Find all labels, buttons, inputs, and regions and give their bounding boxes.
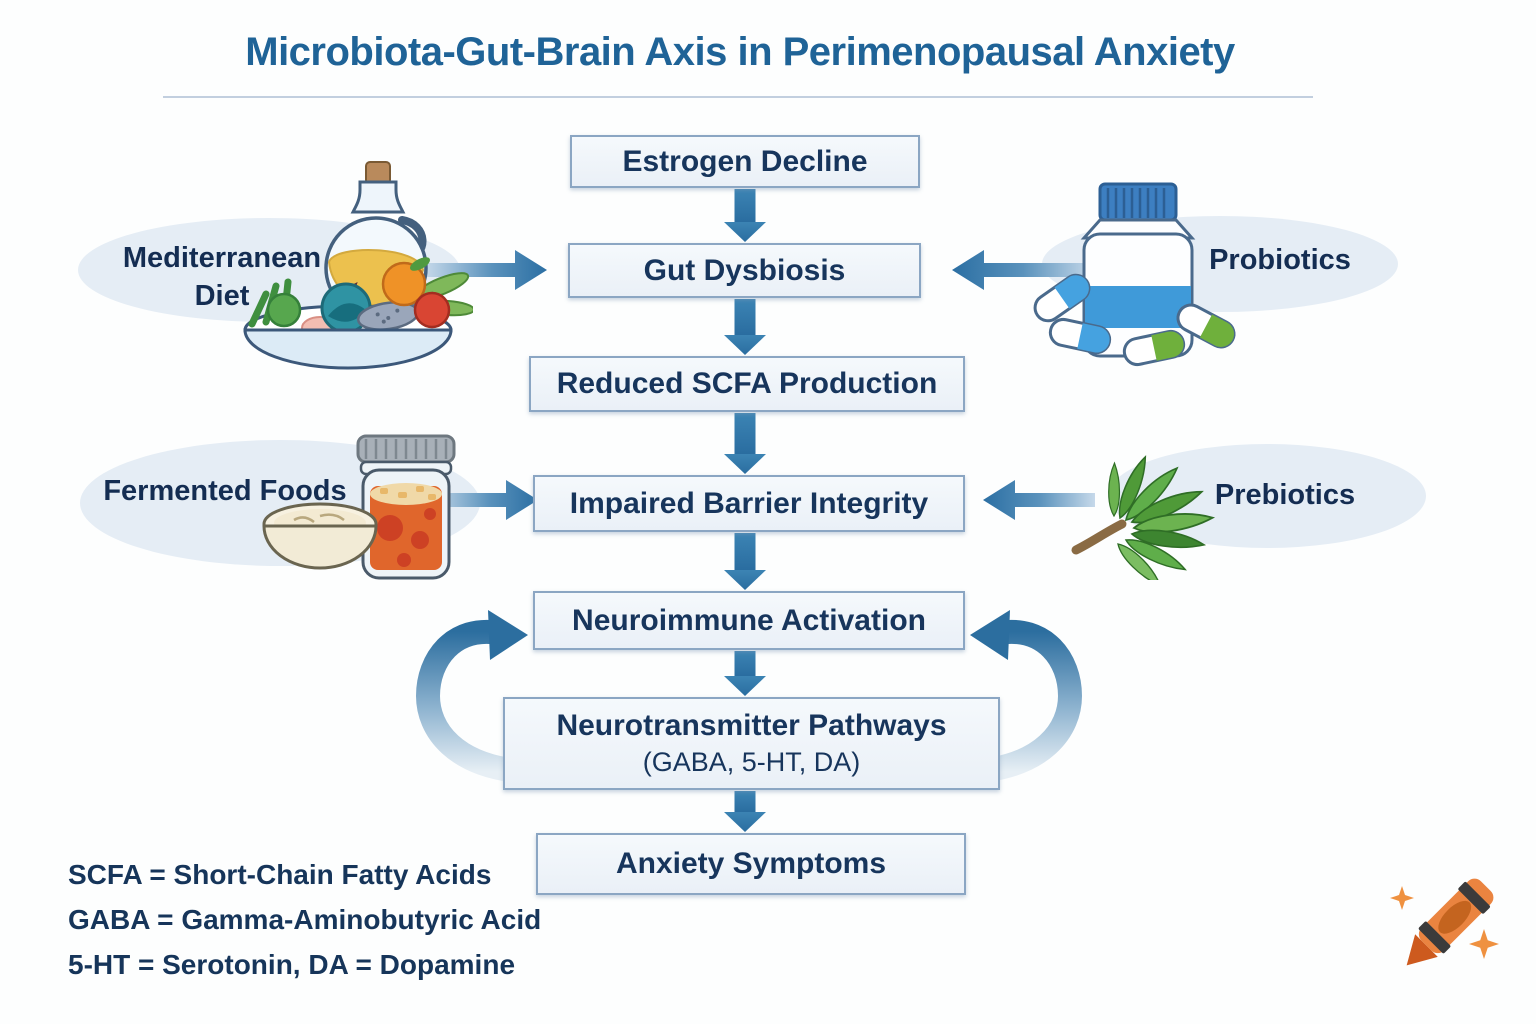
flow-box-gut-dysbiosis: Gut Dysbiosis: [568, 243, 921, 298]
legend-line-gaba: GABA = Gamma-Aminobutyric Acid: [68, 904, 542, 935]
probiotics-illustration-icon: [1033, 182, 1236, 367]
flow-box-label: Anxiety Symptoms: [615, 847, 887, 880]
flow-box-neurotransmitter: Neurotransmitter Pathways (GABA, 5-HT, D…: [503, 697, 1000, 790]
flow-box-reduced-scfa: Reduced SCFA Production: [529, 356, 965, 412]
mediterranean-diet-illustration-icon: [243, 161, 473, 370]
fermented-arrow-right-icon: [430, 480, 538, 520]
mediterranean-diet-label: Mediterranean Diet: [122, 242, 322, 312]
arrow-down-icon: [724, 791, 766, 832]
arrow-down-icon: [724, 299, 766, 355]
abbreviation-legend: SCFA = Short-Chain Fatty Acids GABA = Ga…: [68, 852, 541, 987]
fermented-foods-label: Fermented Foods: [103, 475, 347, 507]
arrow-down-icon: [724, 651, 766, 696]
flow-box-label: Neuroimmune Activation: [572, 603, 926, 637]
arrow-down-icon: [724, 533, 766, 590]
crayon-icon: [1390, 878, 1499, 966]
prebiotics-illustration-icon: [1071, 455, 1216, 580]
flow-box-label: Estrogen Decline: [622, 144, 868, 178]
title-underline: [163, 96, 1313, 98]
flow-box-label: Neurotransmitter Pathways: [556, 709, 947, 743]
flow-box-label: Impaired Barrier Integrity: [569, 486, 929, 520]
legend-line-scfa: SCFA = Short-Chain Fatty Acids: [68, 859, 492, 890]
flow-box-anxiety-symptoms: Anxiety Symptoms: [536, 833, 966, 895]
arrow-down-icon: [724, 413, 766, 474]
flow-box-estrogen-decline: Estrogen Decline: [570, 135, 920, 188]
flow-box-barrier-integrity: Impaired Barrier Integrity: [533, 475, 965, 532]
page-title: Microbiota-Gut-Brain Axis in Perimenopau…: [245, 30, 1235, 74]
prebiotics-label: Prebiotics: [1214, 479, 1356, 511]
probiotics-label: Probiotics: [1209, 244, 1351, 276]
flow-box-label: Gut Dysbiosis: [643, 253, 846, 287]
flow-box-neuroimmune: Neuroimmune Activation: [533, 591, 965, 650]
fermented-foods-illustration-icon: [262, 434, 456, 580]
feedback-loop-left-icon: [415, 610, 531, 784]
prebiotics-arrow-left-icon: [983, 480, 1095, 520]
flow-box-label: Reduced SCFA Production: [556, 367, 938, 400]
flow-box-sublabel: (GABA, 5-HT, DA): [642, 747, 861, 778]
mediterranean-arrow-right-icon: [425, 250, 547, 290]
arrow-down-icon: [724, 189, 766, 242]
probiotics-arrow-left-icon: [952, 250, 1094, 290]
feedback-loop-right-icon: [967, 610, 1083, 784]
legend-line-5ht-da: 5-HT = Serotonin, DA = Dopamine: [68, 949, 516, 980]
